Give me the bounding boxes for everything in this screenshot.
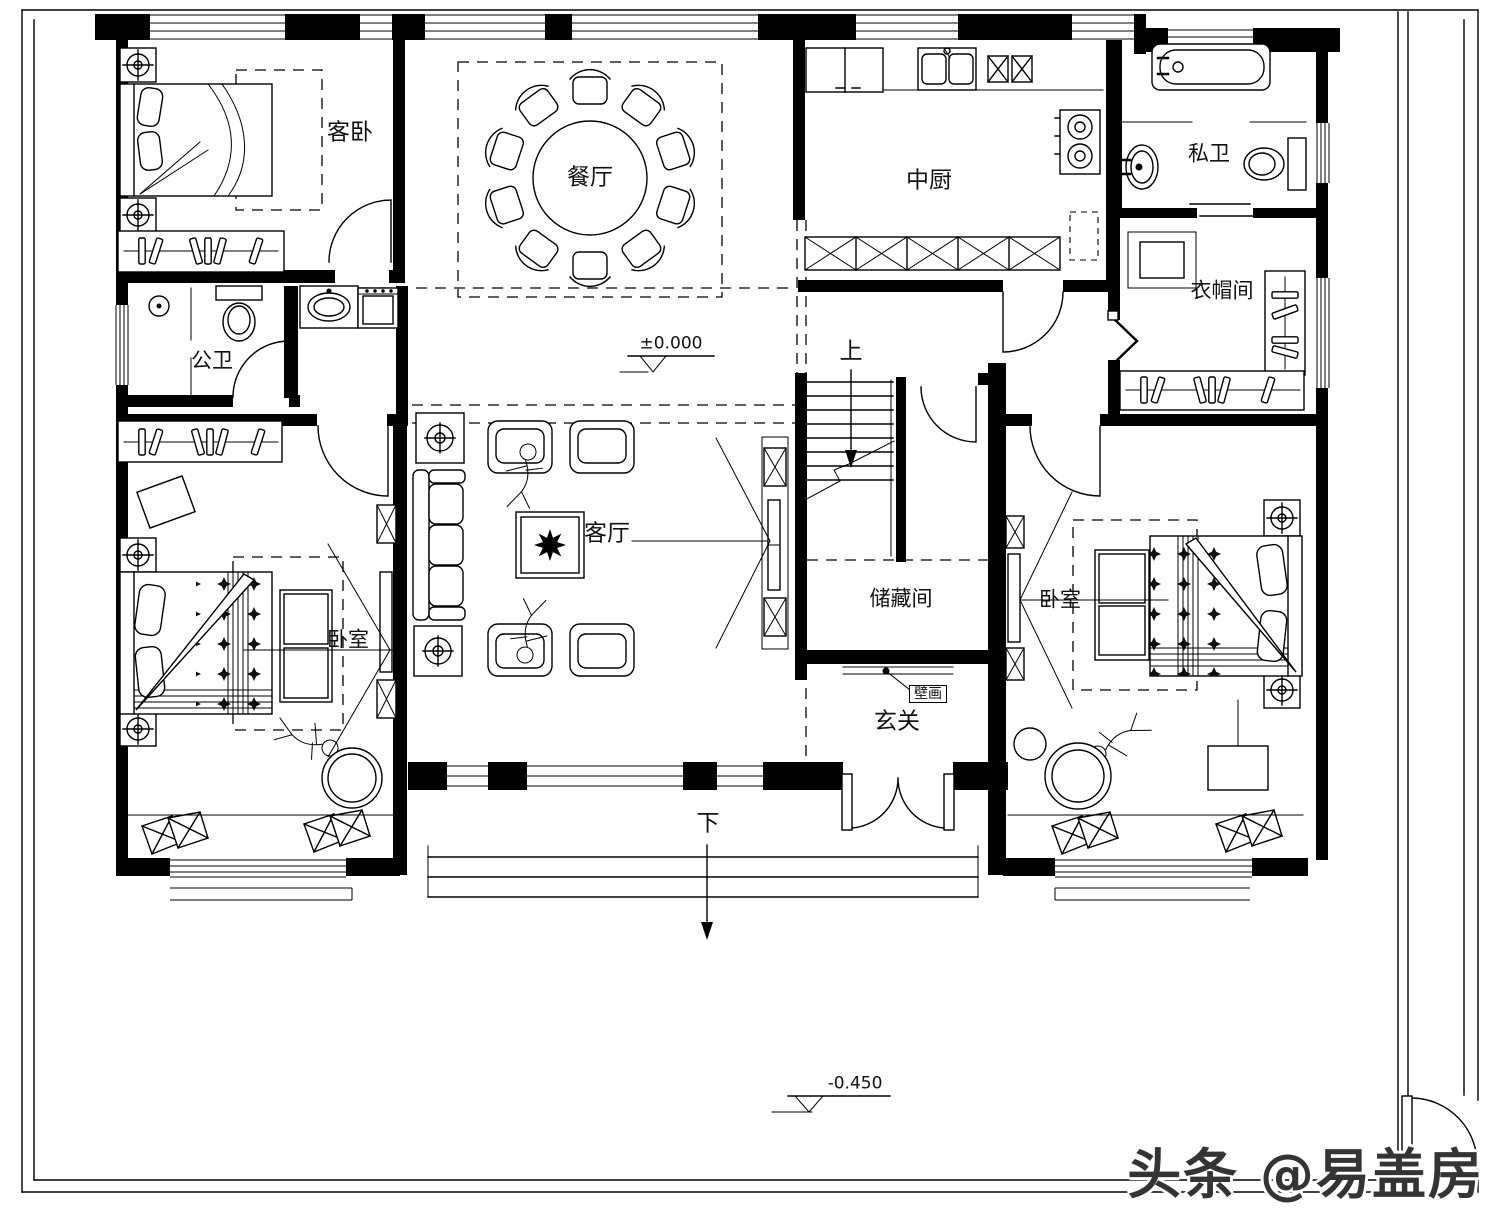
bathtub [1151, 43, 1271, 91]
public-bath-toilet [215, 285, 263, 342]
tv-wall-living [761, 436, 789, 650]
cloakroom-wardrobe-bottom [1119, 370, 1305, 411]
doors [232, 199, 1261, 831]
guest-bedroom-door [328, 199, 392, 263]
cloakroom-furniture [1119, 231, 1306, 411]
annotation-lines [243, 355, 1169, 1113]
stairs [804, 369, 895, 557]
dining-ceiling-dashed [457, 61, 723, 298]
bed-left-bench [279, 589, 333, 703]
label-level-zero: ±0.000 [639, 333, 703, 354]
dining-table [532, 120, 648, 236]
label-bedroom-left: 卧室 [327, 627, 369, 652]
coffee-table [515, 511, 585, 579]
speaker-bottom [413, 625, 463, 677]
label-foyer: 玄关 [874, 708, 920, 735]
label-living-room: 客厅 [584, 520, 630, 547]
label-steps-down: 下 [696, 810, 720, 837]
bedroom-left-door [317, 425, 389, 497]
kitchen-counter [804, 236, 1061, 271]
public-bath-door [232, 340, 290, 398]
bedroom-left-furniture [117, 420, 399, 855]
label-bedroom-right: 卧室 [1039, 587, 1081, 612]
kitchen-sink [917, 47, 977, 91]
label-dining-room: 餐厅 [567, 164, 613, 191]
guest-bedroom-furniture [117, 47, 285, 273]
cloakroom-wardrobe-right [1264, 270, 1306, 376]
label-kitchen: 中厨 [906, 167, 952, 194]
bed-left [119, 571, 273, 715]
private-bath-sink [1120, 144, 1159, 190]
kitchen-furniture [804, 47, 1104, 271]
label-public-bath: 公卫 [191, 348, 233, 373]
tv-wall-bedroom-left [376, 504, 397, 719]
laundry-sink [299, 285, 359, 329]
zone-dashed-lines [232, 61, 1198, 760]
living-furniture [412, 412, 789, 677]
bedroom-left-wardrobe [117, 420, 283, 463]
foyer-detail [842, 666, 954, 691]
tv-wall-bedroom-right [1005, 515, 1025, 681]
living-tv-leader [631, 437, 771, 649]
private-bath-door [1189, 203, 1261, 217]
kitchen-door [1002, 291, 1064, 353]
label-level-minus: -0.450 [827, 1073, 883, 1094]
stair-hall-door [920, 386, 977, 443]
bedroom-right-door [1029, 425, 1101, 497]
yard-gate [1401, 1095, 1478, 1193]
windows [115, 14, 1330, 901]
public-bath-furniture [148, 285, 399, 399]
label-guest-bedroom: 客卧 [327, 119, 373, 146]
bed-right-bench [1094, 549, 1150, 661]
stove [1054, 109, 1101, 175]
label-stairs-up: 上 [839, 338, 863, 365]
porch-steps [427, 845, 979, 898]
dining-furniture [480, 68, 700, 288]
private-bath-toilet [1243, 137, 1307, 191]
bed-right [1149, 535, 1303, 677]
label-cloakroom: 衣帽间 [1190, 278, 1254, 303]
armchairs [487, 420, 635, 677]
hob-symbol [987, 55, 1033, 83]
guest-wardrobe [117, 230, 285, 273]
label-mural: 壁画 [909, 685, 947, 703]
foyer-double-door [841, 773, 955, 831]
sofa [412, 469, 466, 621]
label-private-bath: 私卫 [1188, 141, 1230, 166]
bedroom-right-furniture [1005, 499, 1304, 855]
bedroom-right-table [1207, 745, 1269, 791]
shower [148, 295, 170, 317]
bedroom-right-leader [1019, 491, 1169, 709]
property-boundary [21, 9, 1479, 1193]
bedroom-left-leader [243, 543, 397, 758]
private-bath-furniture [1120, 43, 1307, 191]
washing-machine [357, 287, 399, 329]
speaker-top [415, 412, 465, 464]
watermark: 头条 @易盖房 [1127, 1143, 1484, 1206]
cloakroom-bifold-door [1111, 316, 1139, 366]
label-storage-room: 储藏间 [869, 586, 933, 611]
